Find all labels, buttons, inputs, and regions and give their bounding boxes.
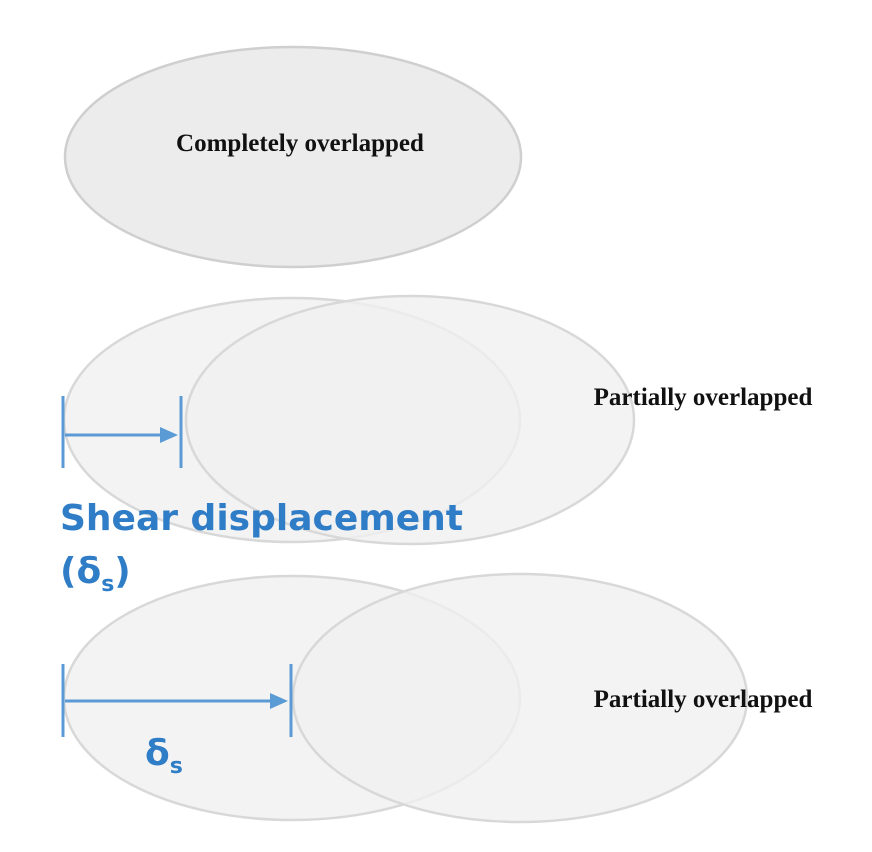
delta-label: δs [145, 733, 183, 779]
delta-arrow [61, 664, 293, 737]
arrow-head [160, 427, 178, 443]
overlapped-ellipse [63, 45, 523, 269]
case-partially-overlapped-2: Partially overlapped δs [61, 572, 813, 824]
label-completely-overlapped: Completely overlapped [176, 130, 424, 157]
label-partially-overlapped-1: Partially overlapped [594, 384, 813, 411]
shear-displacement-title: Shear displacement [60, 498, 463, 539]
shear-displacement-symbol: (δs) [60, 551, 131, 597]
paren-open: ( [60, 551, 76, 592]
right-ellipse [291, 572, 749, 824]
shear-displacement-arrow [61, 396, 183, 468]
paren-close: ) [114, 551, 130, 592]
case-partially-overlapped-1: Partially overlapped Shear displacement … [60, 294, 813, 597]
label-partially-overlapped-2: Partially overlapped [594, 686, 813, 713]
delta-subscript: s [170, 754, 183, 779]
right-ellipse [184, 294, 636, 546]
delta-subscript: s [101, 572, 114, 597]
case-completely-overlapped: Completely overlapped [63, 45, 523, 269]
delta-symbol: δ [76, 551, 101, 592]
arrow-head [270, 693, 288, 709]
delta-symbol: δ [145, 733, 170, 774]
